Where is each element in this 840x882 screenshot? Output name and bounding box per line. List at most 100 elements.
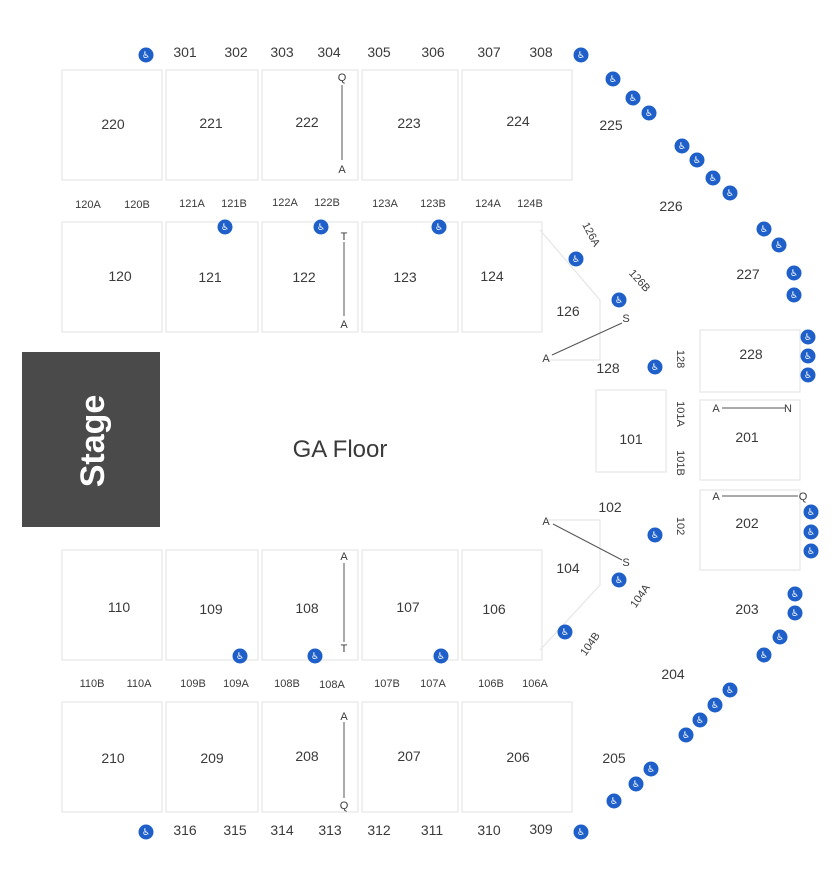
wheelchair-icon: ♿: [232, 648, 248, 664]
section-108a[interactable]: 108A: [319, 679, 345, 691]
section-307[interactable]: 307: [477, 44, 501, 60]
section-313[interactable]: 313: [318, 822, 342, 838]
wheelchair-icon: ♿: [573, 47, 589, 63]
section-101a[interactable]: 101A: [674, 401, 686, 427]
section-209[interactable]: 209: [200, 750, 224, 766]
section-104[interactable]: 104: [556, 560, 580, 576]
section-120a[interactable]: 120A: [75, 199, 101, 211]
section-124a[interactable]: 124A: [475, 198, 501, 210]
section-221[interactable]: 221: [199, 115, 223, 131]
section-210[interactable]: 210: [101, 750, 125, 766]
section-204[interactable]: 204: [661, 666, 685, 682]
section-102[interactable]: 102: [598, 499, 622, 515]
wheelchair-icon: ♿: [800, 348, 816, 364]
section-120b[interactable]: 120B: [124, 199, 150, 211]
section-225[interactable]: 225: [599, 117, 623, 133]
section-202[interactable]: 202: [735, 515, 759, 531]
section-308[interactable]: 308: [529, 44, 553, 60]
section-101b[interactable]: 101B: [674, 450, 686, 476]
section-109a[interactable]: 109A: [223, 678, 249, 690]
wheelchair-icon: ♿: [573, 824, 589, 840]
wheelchair-icon: ♿: [433, 648, 449, 664]
section-208[interactable]: 208: [295, 748, 319, 764]
svg-text:♿: ♿: [311, 652, 319, 662]
section-226[interactable]: 226: [659, 198, 683, 214]
section-122a[interactable]: 122A: [272, 197, 298, 209]
svg-text:♿: ♿: [142, 51, 150, 61]
wheelchair-icon: ♿: [557, 624, 573, 640]
section-227[interactable]: 227: [736, 266, 760, 282]
svg-text:♿: ♿: [696, 716, 704, 726]
section-123a[interactable]: 123A: [372, 198, 398, 210]
section-110b[interactable]: 110B: [80, 678, 105, 690]
section-104b[interactable]: 104B: [578, 630, 603, 658]
section-120[interactable]: 120: [108, 268, 132, 284]
section-108b[interactable]: 108B: [274, 678, 300, 690]
row-label: A: [338, 164, 346, 176]
wheelchair-icon: ♿: [605, 71, 621, 87]
section-304[interactable]: 304: [317, 44, 341, 60]
svg-text:♿: ♿: [807, 528, 815, 538]
section-205[interactable]: 205: [602, 750, 626, 766]
section-121[interactable]: 121: [198, 269, 222, 285]
section-224[interactable]: 224: [506, 113, 530, 129]
section-305[interactable]: 305: [367, 44, 391, 60]
svg-text:♿: ♿: [632, 780, 640, 790]
section-106[interactable]: 106: [482, 601, 506, 617]
section-102-vertical[interactable]: 102: [674, 517, 686, 535]
section-101[interactable]: 101: [619, 431, 643, 447]
section-122b[interactable]: 122B: [314, 197, 340, 209]
row-label: Q: [340, 800, 349, 812]
section-109b[interactable]: 109B: [180, 678, 206, 690]
section-126a[interactable]: 126A: [579, 220, 602, 249]
section-201[interactable]: 201: [735, 429, 759, 445]
section-315[interactable]: 315: [223, 822, 247, 838]
svg-text:♿: ♿: [711, 701, 719, 711]
section-311[interactable]: 311: [421, 822, 444, 838]
section-106a[interactable]: 106A: [522, 678, 548, 690]
section-122[interactable]: 122: [292, 269, 316, 285]
section-107b[interactable]: 107B: [374, 678, 400, 690]
section-312[interactable]: 312: [367, 822, 391, 838]
section-126b[interactable]: 126B: [626, 267, 652, 294]
section-309[interactable]: 309: [529, 821, 553, 837]
section-128[interactable]: 128: [596, 360, 620, 376]
section-107[interactable]: 107: [396, 599, 420, 615]
section-109[interactable]: 109: [199, 601, 223, 617]
section-107a[interactable]: 107A: [420, 678, 446, 690]
section-301[interactable]: 301: [173, 44, 197, 60]
section-206[interactable]: 206: [506, 749, 530, 765]
svg-text:♿: ♿: [645, 109, 653, 119]
section-310[interactable]: 310: [477, 822, 501, 838]
section-128-vertical[interactable]: 128: [674, 350, 686, 368]
section-110a[interactable]: 110A: [127, 678, 153, 690]
ga-floor-label: GA Floor: [293, 436, 388, 463]
section-303[interactable]: 303: [270, 44, 294, 60]
svg-text:♿: ♿: [651, 363, 659, 373]
section-302[interactable]: 302: [224, 44, 248, 60]
section-203[interactable]: 203: [735, 601, 759, 617]
section-126[interactable]: 126: [556, 303, 580, 319]
section-123b[interactable]: 123B: [420, 198, 446, 210]
section-121a[interactable]: 121A: [179, 198, 205, 210]
wheelchair-icon: ♿: [722, 682, 738, 698]
svg-text:♿: ♿: [726, 686, 734, 696]
section-306[interactable]: 306: [421, 44, 445, 60]
section-223[interactable]: 223: [397, 115, 421, 131]
section-108[interactable]: 108: [295, 600, 319, 616]
section-123[interactable]: 123: [393, 269, 417, 285]
svg-text:♿: ♿: [807, 547, 815, 557]
wheelchair-icon: ♿: [307, 648, 323, 664]
section-124b[interactable]: 124B: [517, 198, 543, 210]
section-314[interactable]: 314: [270, 822, 294, 838]
section-207[interactable]: 207: [397, 748, 421, 764]
section-106b[interactable]: 106B: [478, 678, 504, 690]
section-104a[interactable]: 104A: [628, 582, 653, 610]
section-220[interactable]: 220: [101, 116, 125, 132]
section-228[interactable]: 228: [739, 346, 763, 362]
section-124[interactable]: 124: [480, 268, 504, 284]
section-222[interactable]: 222: [295, 114, 319, 130]
section-121b[interactable]: 121B: [221, 198, 247, 210]
section-316[interactable]: 316: [173, 822, 197, 838]
section-110[interactable]: 110: [108, 599, 131, 615]
